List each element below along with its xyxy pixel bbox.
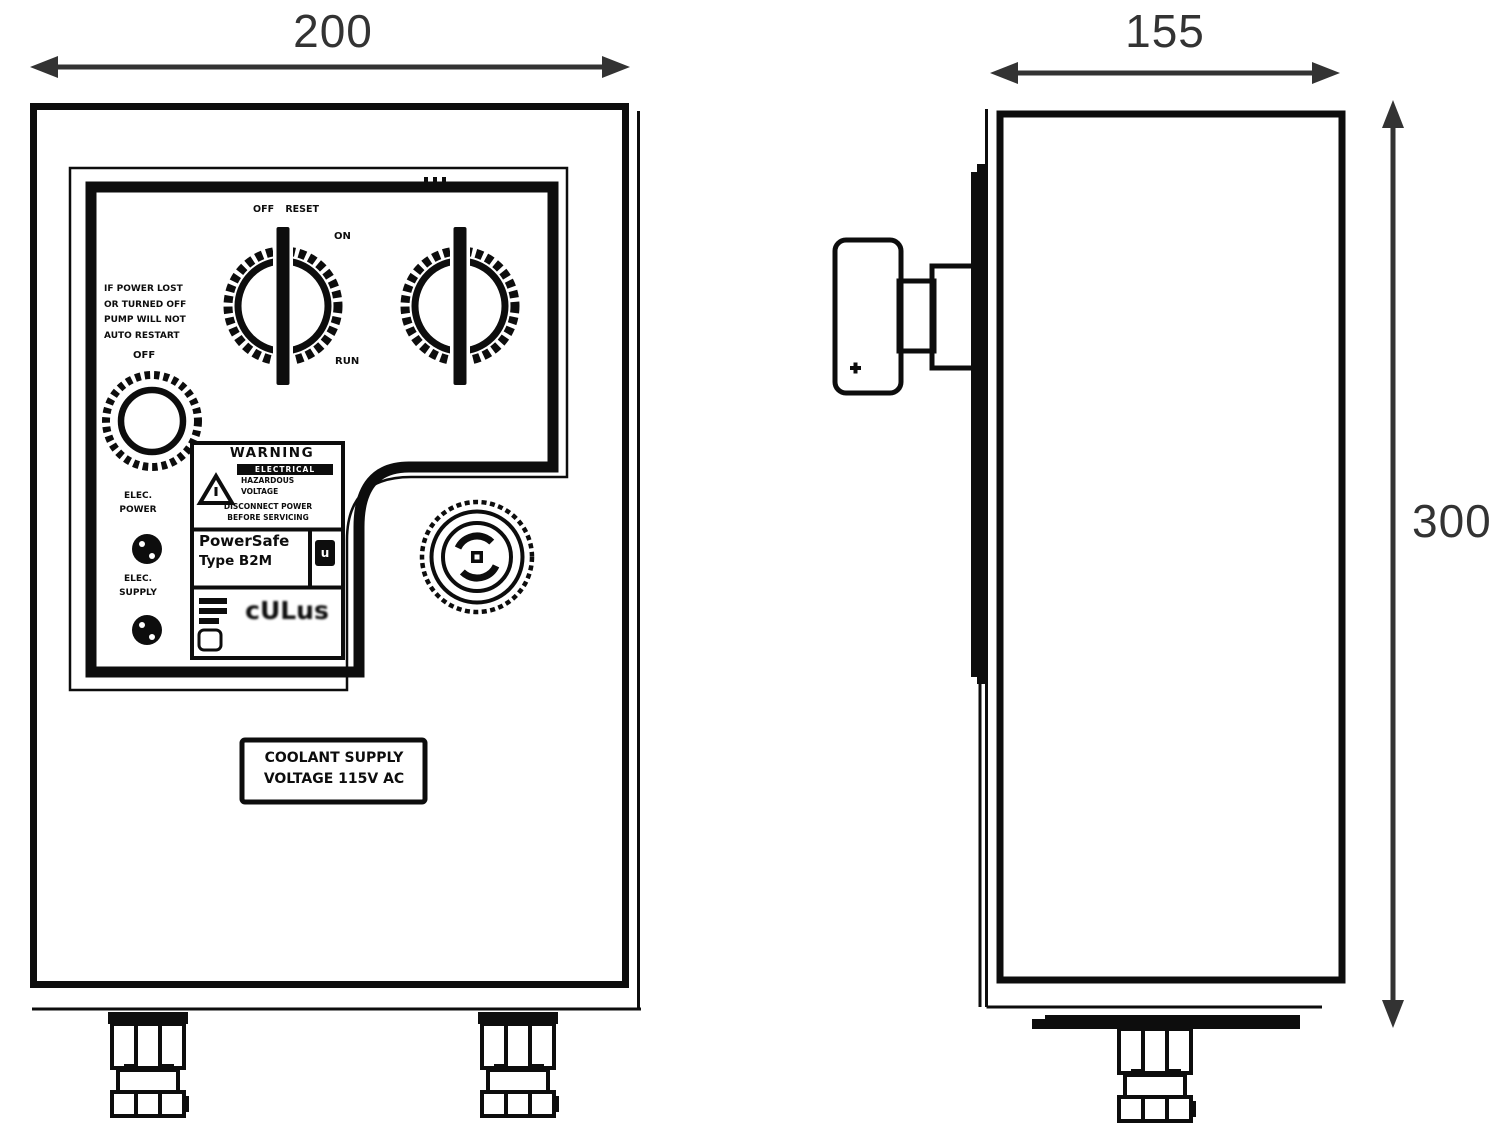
- side-door-strip: [971, 164, 986, 684]
- dimension-height-value: 300: [1412, 495, 1492, 547]
- panel-outline-thick: [85, 181, 559, 678]
- cable-gland-front-left: [108, 1012, 189, 1116]
- warning-line-4: BEFORE SERVICING: [227, 513, 309, 522]
- side-view: [832, 109, 1346, 1121]
- side-enclosure-outline: [996, 110, 1346, 984]
- dim-arrow-depth: [990, 62, 1340, 84]
- screw2-line1: ELEC.: [123, 574, 153, 584]
- dimension-width-value: 200: [293, 5, 373, 57]
- dimension-arrows: [30, 56, 1404, 1028]
- warning-line-1: HAZARDOUS: [241, 476, 295, 485]
- key-handle: [832, 237, 980, 396]
- warning-title: WARNING: [229, 445, 315, 461]
- screw1-line2: POWER: [119, 504, 157, 515]
- panel-screw-1: [132, 534, 162, 564]
- product-brand: PowerSafe: [199, 532, 290, 550]
- cable-gland-side: [1115, 1017, 1196, 1121]
- cable-gland-front-right: [478, 1012, 559, 1116]
- ul-mark: u: [315, 540, 335, 566]
- screw-label-2: ELEC. SUPPLY: [94, 573, 182, 600]
- rotary-switch-1: [223, 225, 343, 387]
- indicator-lamp: [102, 371, 202, 471]
- supply-label-frame: [239, 737, 428, 805]
- dimension-depth-value: 155: [1125, 5, 1205, 57]
- side-door-face: [985, 109, 1322, 1009]
- warning-line-2: VOLTAGE: [241, 487, 279, 496]
- supply-label: COOLANT SUPPLY VOLTAGE 115V AC: [246, 748, 422, 790]
- switch-handle: [453, 227, 467, 385]
- notice-line-4: AUTO RESTART: [104, 330, 180, 341]
- switch-label-off-reset: OFF RESET: [253, 204, 319, 215]
- screw-label-1: ELEC. POWER: [94, 490, 182, 517]
- receptacle: [419, 499, 535, 615]
- notice-text: IF POWER LOST OR TURNED OFF PUMP WILL NO…: [104, 282, 222, 344]
- front-door-lip: [32, 111, 641, 1011]
- supply-line-1: COOLANT SUPPLY: [264, 750, 404, 766]
- switch-handle: [276, 227, 290, 385]
- screw1-line1: ELEC.: [123, 491, 153, 501]
- screw2-line2: SUPPLY: [119, 587, 157, 598]
- handle-screw-dot: [850, 362, 861, 374]
- switch-label-on: ON: [334, 231, 351, 242]
- notice-line-1: IF POWER LOST: [104, 284, 183, 294]
- warning-subtitle: ELECTRICAL: [237, 464, 333, 475]
- front-enclosure-outline: [30, 103, 629, 988]
- hinge-ticks: [424, 177, 446, 186]
- dim-arrow-height: [1382, 100, 1404, 1028]
- warning-triangle-icon: [196, 472, 236, 505]
- notice-line-3: PUMP WILL NOT: [104, 315, 186, 326]
- notice-word-off: OFF: [133, 350, 156, 361]
- front-view: [30, 103, 641, 1117]
- notice-line-2: OR TURNED OFF: [104, 299, 187, 310]
- rotary-switch-2: [400, 225, 520, 387]
- supply-line-2: VOLTAGE 115V AC: [263, 771, 405, 787]
- dim-arrow-width: [30, 56, 630, 78]
- certification-mark: cULus: [245, 596, 329, 625]
- switch-label-run: RUN: [335, 356, 360, 367]
- warning-line-3: DISCONNECT POWER: [223, 502, 313, 511]
- product-type: Type B2M: [199, 553, 273, 569]
- panel-screw-2: [132, 615, 162, 645]
